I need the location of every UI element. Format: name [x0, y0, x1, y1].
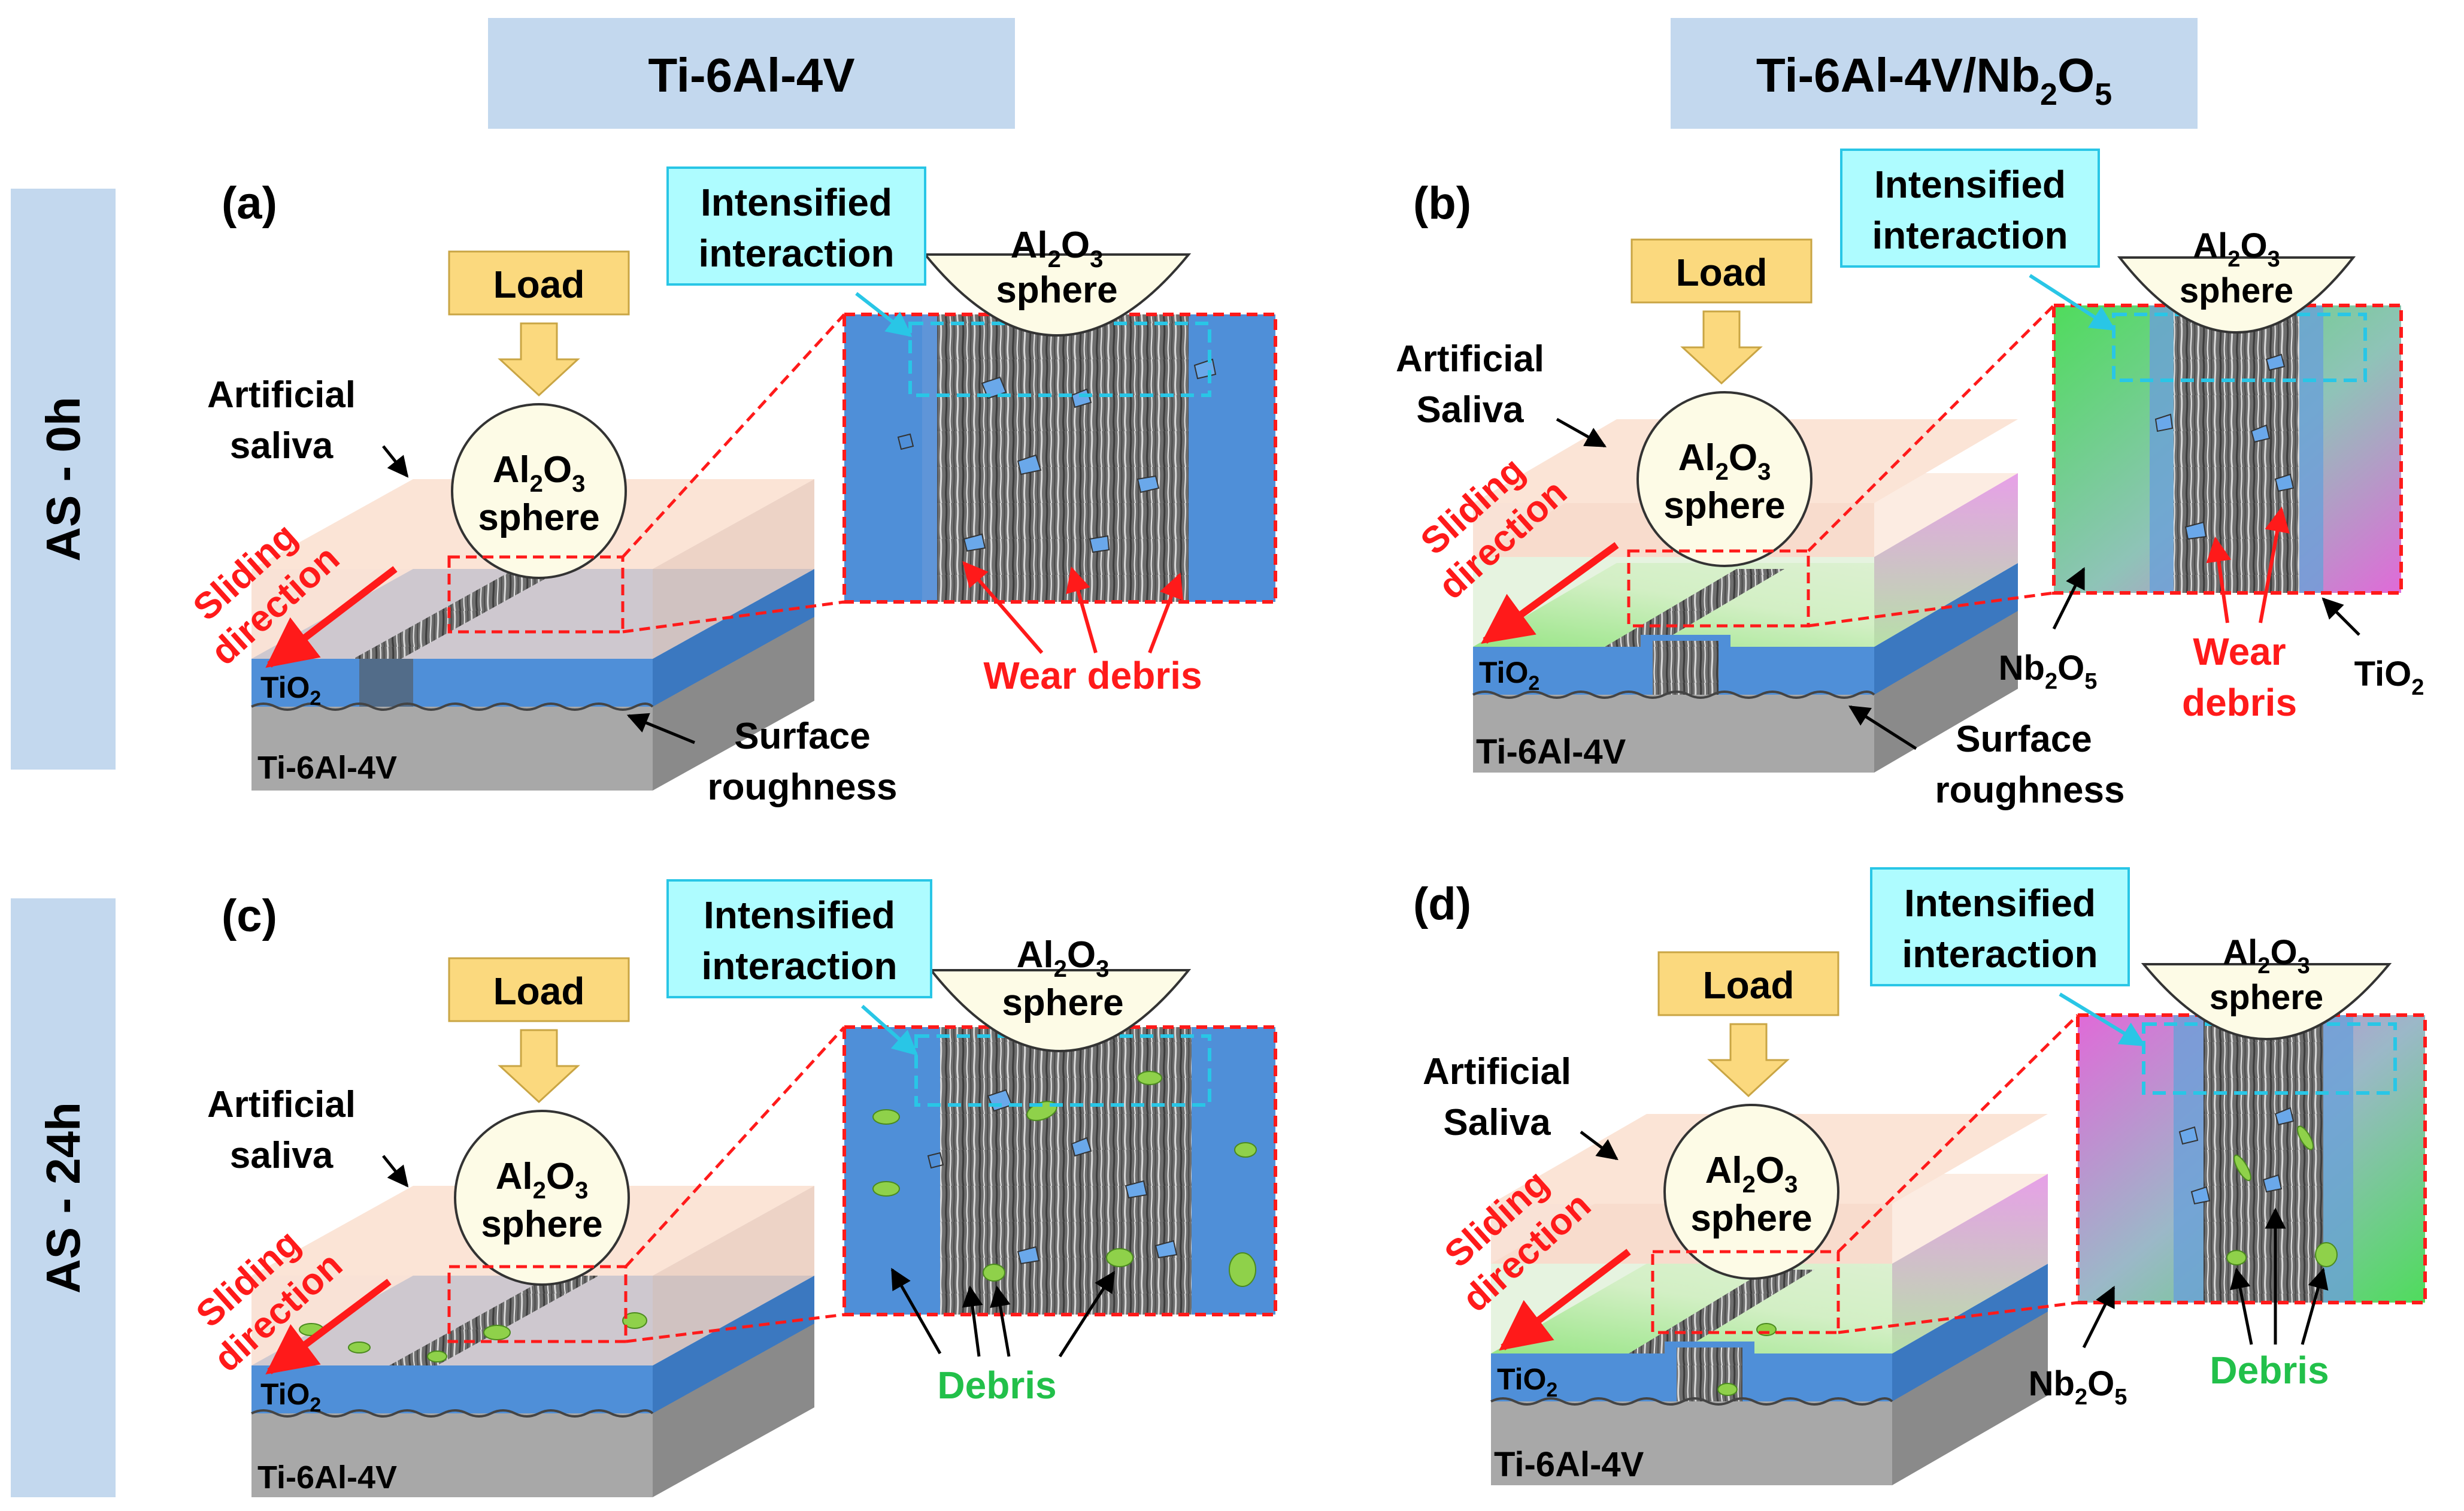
svg-text:roughness: roughness: [708, 767, 898, 808]
panel-b-intensified-box: [1840, 149, 2100, 268]
svg-text:Wear: Wear: [2193, 630, 2286, 673]
svg-text:Intensified: Intensified: [701, 181, 892, 224]
panel-d-zoom-inset: [2076, 963, 2427, 1304]
svg-text:Artificial: Artificial: [207, 1084, 356, 1125]
svg-text:Saliva: Saliva: [1416, 389, 1524, 431]
panel-c-label: (c): [222, 891, 277, 941]
svg-text:TiO2: TiO2: [260, 671, 321, 710]
svg-text:TiO2: TiO2: [1497, 1362, 1557, 1401]
svg-text:interaction: interaction: [1902, 932, 2098, 976]
svg-text:Surface: Surface: [734, 716, 870, 757]
column-header-ti64-nb2o5-text: Ti-6Al-4V/Nb2O5: [1756, 49, 2112, 112]
panel-d-load-label: Load: [1703, 964, 1795, 1007]
panel-b-label: (b): [1413, 178, 1471, 229]
panel-a: (a) Load Al2O3 sphere Artificial: [186, 166, 1277, 808]
svg-text:Al2O3: Al2O3: [2193, 226, 2280, 272]
svg-text:Nb2O5: Nb2O5: [1999, 649, 2098, 694]
column-header-ti64: Ti-6Al-4V: [488, 18, 1015, 129]
svg-text:Artificial: Artificial: [207, 374, 356, 416]
svg-text:Al2O3: Al2O3: [496, 1156, 589, 1204]
column-header-ti64-text: Ti-6Al-4V: [648, 49, 854, 102]
svg-text:Saliva: Saliva: [1443, 1102, 1551, 1143]
svg-text:debris: debris: [2182, 681, 2297, 724]
svg-text:Ti-6Al-4V: Ti-6Al-4V: [1476, 732, 1626, 771]
panel-c-al2o3-sphere: [454, 1110, 630, 1286]
panel-a-intensified-box: [666, 166, 926, 286]
svg-text:Al2O3: Al2O3: [1011, 225, 1104, 272]
panel-b-al2o3-sphere: [1636, 391, 1813, 567]
panel-c-load-label: Load: [493, 970, 585, 1013]
panel-b: (b) Load Al2O3 sphere Artificial Saliva: [1396, 149, 2424, 811]
panel-d-label: (d): [1413, 879, 1471, 929]
svg-text:sphere: sphere: [2210, 978, 2323, 1017]
panel-c-intensified-box: [666, 879, 932, 998]
svg-text:Intensified: Intensified: [1874, 163, 2066, 206]
panel-c: (c) Load Al2O3 sphere: [189, 879, 1277, 1497]
panel-a-label: (a): [222, 178, 277, 229]
panel-a-zoom-region: [447, 555, 625, 634]
svg-text:Al2O3: Al2O3: [1705, 1150, 1798, 1198]
svg-text:sphere: sphere: [996, 270, 1117, 311]
column-header-ti64-nb2o5: Ti-6Al-4V/Nb2O5: [1671, 18, 2198, 129]
svg-text:interaction: interaction: [698, 232, 894, 275]
svg-text:Surface: Surface: [1956, 719, 2092, 760]
svg-text:Debris: Debris: [2210, 1349, 2329, 1392]
svg-text:Ti-6Al-4V: Ti-6Al-4V: [257, 1459, 397, 1495]
svg-text:TiO2: TiO2: [1479, 656, 1539, 695]
row-header-as-24h-text: AS - 24h: [37, 1102, 90, 1294]
svg-text:Ti-6Al-4V: Ti-6Al-4V: [257, 750, 397, 786]
svg-text:sphere: sphere: [478, 497, 599, 538]
svg-text:sphere: sphere: [2180, 271, 2293, 310]
panel-c-zoom-inset: [842, 969, 1277, 1316]
svg-text:Al2O3: Al2O3: [1678, 437, 1771, 485]
svg-text:TiO2: TiO2: [2354, 655, 2424, 700]
panel-d-intensified-box: [1870, 867, 2130, 986]
svg-text:Debris: Debris: [937, 1364, 1056, 1407]
svg-text:saliva: saliva: [230, 1135, 334, 1176]
svg-text:Artificial: Artificial: [1423, 1051, 1571, 1092]
row-header-as-0h-text: AS - 0h: [37, 396, 90, 562]
svg-text:Nb2O5: Nb2O5: [2029, 1364, 2127, 1410]
svg-text:roughness: roughness: [1935, 770, 2125, 811]
svg-text:sphere: sphere: [481, 1204, 602, 1245]
svg-text:Al2O3: Al2O3: [2223, 933, 2310, 979]
panel-a-load-arrow: [498, 322, 580, 397]
panel-a-zoom-inset: [842, 253, 1277, 604]
svg-text:sphere: sphere: [1002, 982, 1123, 1024]
svg-text:Intensified: Intensified: [704, 894, 895, 937]
svg-text:TiO2: TiO2: [260, 1377, 321, 1416]
panel-a-al2o3-sphere: [451, 403, 627, 579]
svg-text:Artificial: Artificial: [1396, 338, 1544, 380]
svg-text:interaction: interaction: [701, 944, 897, 988]
panel-b-load-label: Load: [1676, 251, 1768, 294]
panel-a-load-label: Load: [493, 263, 585, 306]
svg-text:Wear debris: Wear debris: [983, 654, 1202, 697]
svg-text:Ti-6Al-4V: Ti-6Al-4V: [1494, 1445, 1644, 1484]
svg-text:Al2O3: Al2O3: [493, 449, 586, 497]
svg-text:interaction: interaction: [1872, 214, 2068, 257]
svg-text:Intensified: Intensified: [1904, 882, 2096, 925]
svg-text:Al2O3: Al2O3: [1017, 934, 1110, 982]
row-header-as-24h: AS - 24h: [11, 898, 116, 1497]
row-header-as-0h: AS - 0h: [11, 189, 116, 770]
svg-text:sphere: sphere: [1690, 1198, 1812, 1239]
panel-d: (d) Load Al2O3 sphere: [1413, 867, 2427, 1485]
svg-text:sphere: sphere: [1663, 485, 1785, 526]
panel-d-al2o3-sphere: [1663, 1104, 1839, 1280]
svg-text:saliva: saliva: [230, 425, 334, 467]
